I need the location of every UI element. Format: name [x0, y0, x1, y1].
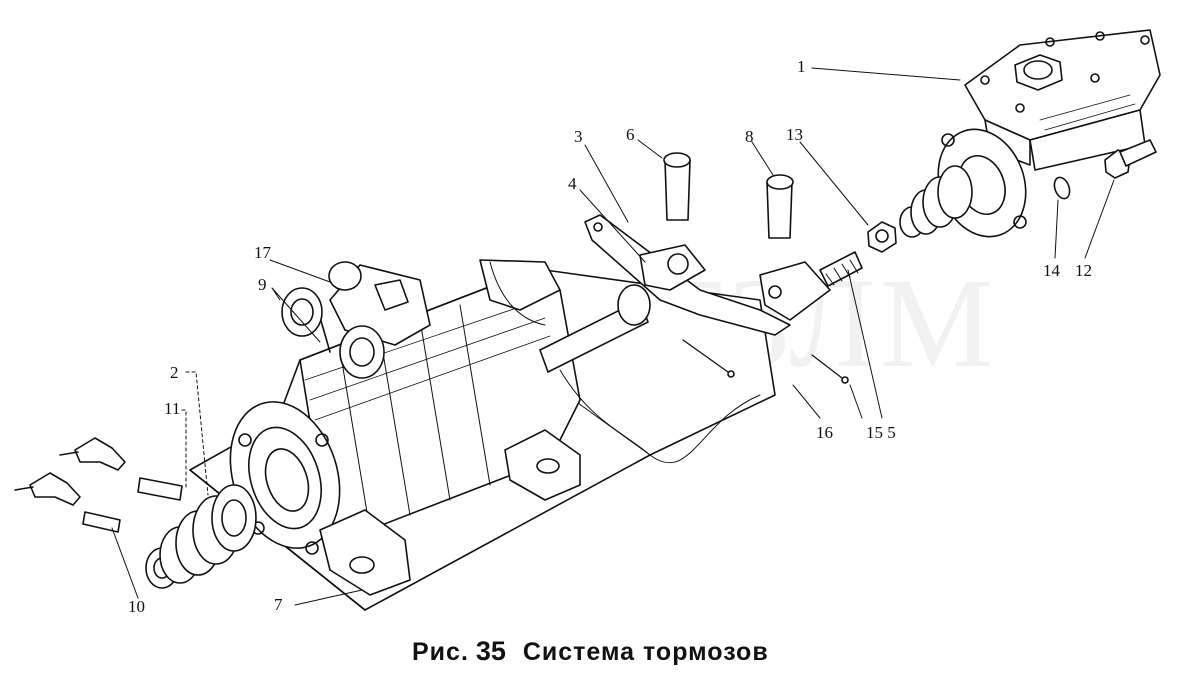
brake-lever-part-3	[584, 214, 791, 336]
callout-12: 12	[1075, 261, 1092, 280]
rear-mounting-foot	[504, 429, 581, 501]
callout-3: 3	[574, 127, 583, 146]
callout-4: 4	[568, 174, 577, 193]
cotter-pin-part-15	[811, 354, 849, 384]
caption-prefix: Рис.	[412, 638, 469, 666]
callout-16: 16	[816, 423, 833, 442]
callout-10: 10	[128, 597, 145, 616]
push-rod	[539, 284, 651, 373]
callout-1: 1	[797, 57, 806, 76]
cotter-pin-part-16	[682, 339, 735, 378]
callout-15-5: 15 5	[866, 423, 896, 442]
bolt-part-12	[1104, 139, 1157, 179]
rubber-boot-rear	[899, 165, 973, 238]
pin-part-6	[663, 152, 691, 221]
pins-part-11	[14, 437, 183, 533]
callout-9: 9	[258, 275, 267, 294]
caption-number: 35	[475, 636, 506, 666]
washer-part-14	[1053, 176, 1071, 200]
nut-part-13	[867, 221, 897, 253]
callout-2: 2	[170, 363, 179, 382]
pin-part-8	[766, 174, 794, 239]
top-fitting-block	[281, 261, 431, 379]
callout-14: 14	[1043, 261, 1060, 280]
callout-7: 7	[274, 595, 283, 614]
leader-lines	[111, 67, 1115, 606]
callout-6: 6	[626, 125, 635, 144]
callout-8: 8	[745, 127, 754, 146]
rubber-boot-front	[145, 484, 257, 589]
caption-title: Система тормозов	[522, 638, 769, 666]
front-mounting-foot	[319, 509, 411, 596]
brake-line	[559, 369, 761, 464]
callout-11: 11	[164, 399, 181, 418]
callout-13: 13	[786, 125, 803, 144]
figure-caption: Рис. 35 Система тормозов	[412, 636, 769, 667]
callout-17: 17	[254, 243, 271, 262]
fork-rod-part-5	[759, 251, 863, 321]
